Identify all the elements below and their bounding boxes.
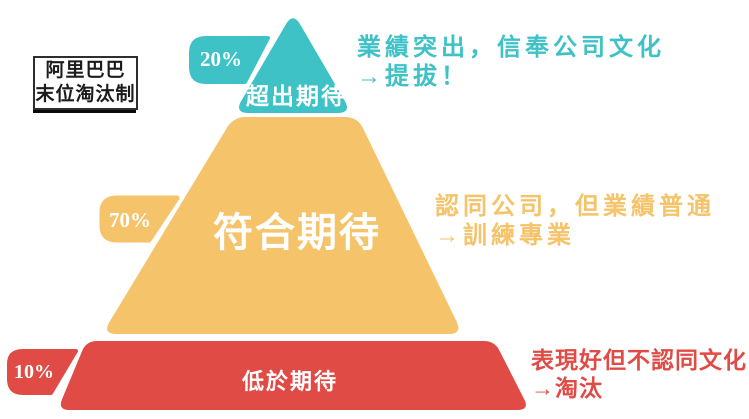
title-line-1: 阿里巴巴	[45, 60, 126, 81]
tier-bottom-trapezoid	[60, 341, 526, 410]
percent-badge-bottom: 10%	[14, 361, 54, 383]
annotation-top-line-2: →提拔！	[357, 63, 469, 90]
tier-label-top: 超出期待	[246, 83, 346, 109]
tier-top-triangle	[239, 18, 347, 113]
annotation-middle-line-1: 認同公司，但業績普通	[435, 193, 715, 220]
annotation-top: 業績突出，信奉公司文化 →提拔！	[357, 33, 665, 91]
percent-badge-middle: 70%	[109, 208, 151, 232]
percent-bubble-top	[189, 36, 270, 84]
percent-badge-top: 20%	[200, 47, 242, 71]
tier-middle-trapezoid	[107, 117, 459, 334]
percent-bubble-bottom	[7, 349, 78, 395]
tier-label-bottom: 低於期待	[241, 369, 338, 394]
annotation-middle: 認同公司，但業績普通 →訓練專業	[435, 192, 715, 250]
annotation-bottom: 表現好但不認同文化 →淘汰	[531, 346, 747, 402]
title-line-2: 末位淘汰制	[35, 84, 136, 105]
percent-bubble-middle	[99, 195, 180, 243]
annotation-bottom-line-1: 表現好但不認同文化	[531, 347, 747, 373]
annotation-middle-line-2: →訓練專業	[435, 222, 575, 249]
title-box: 阿里巴巴 末位淘汰制	[33, 56, 138, 110]
tier-label-middle: 符合期待	[213, 211, 381, 255]
annotation-bottom-line-2: →淘汰	[531, 375, 603, 401]
annotation-top-line-1: 業績突出，信奉公司文化	[357, 34, 665, 61]
